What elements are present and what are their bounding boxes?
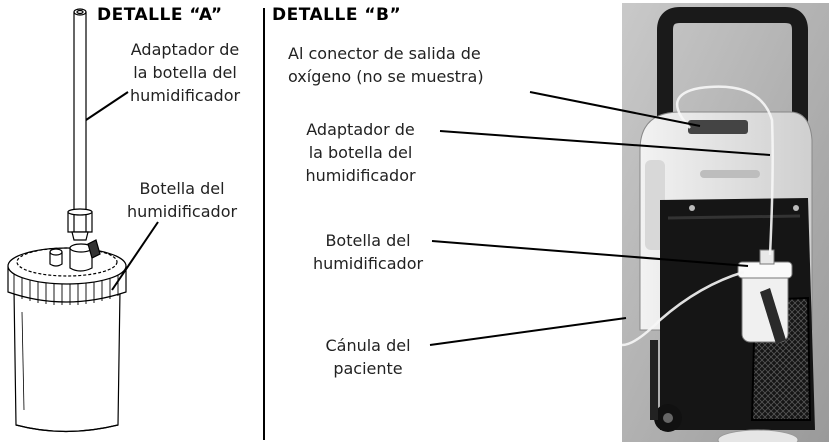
detail-b-heading: DETALLE “B” (272, 5, 402, 25)
detail-b-adapter-leader (439, 130, 771, 156)
detail-b-oxygen-outlet-label: Al conector de salida de oxígeno (no se … (288, 44, 484, 86)
detail-b-bottle-leader (431, 240, 749, 267)
humidifier-bottle-illustration (7, 239, 127, 433)
detail-b-cannula-leader (429, 317, 627, 346)
detail-b-outlet-leader (529, 91, 701, 127)
section-divider (263, 8, 265, 440)
detail-a-adapter-label: Adaptador de la botella del humidificado… (129, 40, 241, 105)
detail-b-photo (621, 3, 829, 442)
detail-a-drawing (7, 8, 159, 433)
detail-b-cannula-label: Cánula del paciente (325, 336, 411, 378)
detail-b-adapter-label: Adaptador de la botella del humidificado… (305, 120, 416, 185)
detail-a-bottle-label: Botella del humidificador (126, 179, 238, 221)
detail-a-adapter-leader (85, 91, 129, 121)
detail-b-bottle-label: Botella del humidificador (312, 231, 424, 273)
adapter-tube-illustration (67, 8, 93, 241)
detail-a-bottle-leader (111, 221, 159, 291)
detail-a-heading: DETALLE “A” (97, 5, 223, 25)
